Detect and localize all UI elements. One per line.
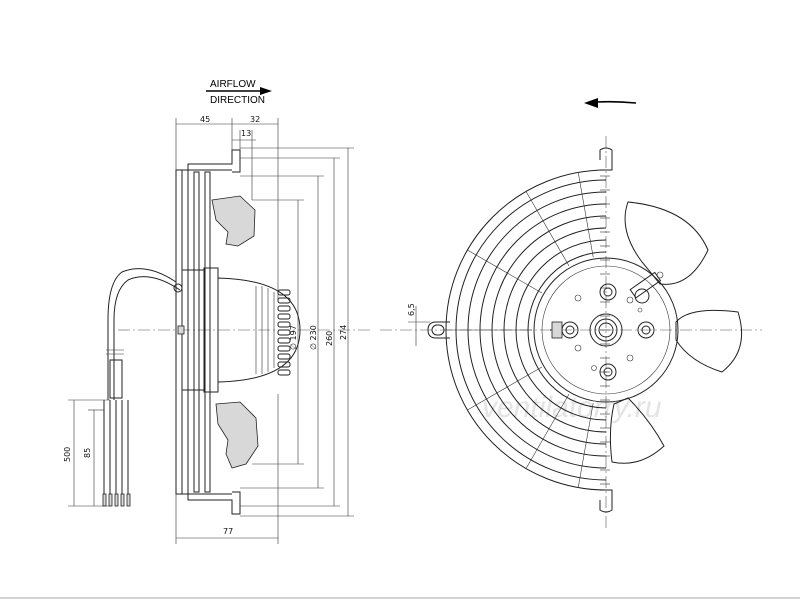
dim-13-text: 13 xyxy=(241,129,251,138)
dim-230-text: ∅ 230 xyxy=(309,325,318,350)
airflow-label-line1: AIRFLOW xyxy=(210,79,256,90)
left-mount-tab xyxy=(427,321,450,339)
cooling-fin xyxy=(277,329,291,336)
front-blade-right xyxy=(675,309,743,373)
cooling-fin xyxy=(277,369,291,376)
hub-hole xyxy=(574,294,582,302)
grille-spoke xyxy=(577,172,594,258)
hub-outer-circle xyxy=(533,257,679,403)
hub-hole xyxy=(591,365,597,371)
dim-85-text: 85 xyxy=(83,448,92,458)
motor-body xyxy=(177,267,301,393)
dim-77-text: 77 xyxy=(223,527,233,536)
dim-32-text: 32 xyxy=(250,115,260,124)
dim-45-text: 45 xyxy=(200,115,210,124)
front-view: 6,5 xyxy=(380,98,762,530)
dimension-32: 32 xyxy=(231,115,279,300)
cooling-fin xyxy=(277,353,291,360)
cooling-fin xyxy=(277,321,291,328)
grille-spoke xyxy=(467,249,543,294)
hub-inner-circle xyxy=(541,265,671,395)
front-blade-bottom xyxy=(609,397,665,464)
cable-gland xyxy=(629,271,662,304)
dim-500-text: 500 xyxy=(63,447,72,462)
dim-274-text: 274 xyxy=(339,325,348,340)
rotation-direction-arrow-icon xyxy=(584,98,637,108)
dim-197-text: ∅ 197 xyxy=(289,325,298,350)
dimension-13: 13 xyxy=(232,129,256,200)
front-bracket-top xyxy=(599,147,613,171)
front-blade-top xyxy=(624,201,709,285)
dimension-45: 45 xyxy=(175,115,232,170)
dimension-500: 500 xyxy=(63,399,110,507)
hub-hole xyxy=(637,307,643,313)
hub-hole xyxy=(626,296,634,304)
dimension-260: 260 xyxy=(240,157,340,507)
side-view: AIRFLOW DIRECTION xyxy=(63,79,370,544)
hub-hole xyxy=(626,354,634,362)
grille-spoke xyxy=(577,402,594,488)
blade-section-bottom xyxy=(215,401,259,469)
grille-spokes xyxy=(446,172,610,488)
bolt-bottom xyxy=(599,363,617,381)
airflow-label-line2: DIRECTION xyxy=(210,95,265,106)
cooling-fin xyxy=(277,313,291,320)
dimension-77: 77 xyxy=(175,394,279,544)
motor-shaft xyxy=(589,313,623,347)
bolt-top xyxy=(599,283,617,301)
terminal-block xyxy=(551,321,563,339)
front-bracket-bottom xyxy=(599,489,613,513)
hub-hole xyxy=(574,344,582,352)
bolt-right xyxy=(637,321,655,339)
cooling-fin xyxy=(277,361,291,368)
watermark-text: ventilatorry.ru xyxy=(482,391,662,424)
cooling-fin xyxy=(277,305,291,312)
dimension-274: 274 xyxy=(240,147,354,517)
dimension-85: 85 xyxy=(83,409,104,506)
dim-260-text: 260 xyxy=(325,331,334,346)
airflow-arrow-icon xyxy=(206,87,272,95)
dim-6-5-text: 6,5 xyxy=(407,303,416,316)
cooling-fin xyxy=(277,337,291,344)
motor-cooling-fins xyxy=(277,289,291,376)
grille-spoke xyxy=(525,393,570,469)
blade-section-top xyxy=(211,195,256,247)
cooling-fin xyxy=(277,345,291,352)
grille-spoke xyxy=(525,191,570,267)
dimension-diameter-230: ∅ 230 xyxy=(240,175,324,489)
dimension-6-5: 6,5 xyxy=(407,303,430,346)
power-cable xyxy=(102,268,183,507)
cooling-fin xyxy=(277,297,291,304)
grille-spoke xyxy=(467,366,543,411)
